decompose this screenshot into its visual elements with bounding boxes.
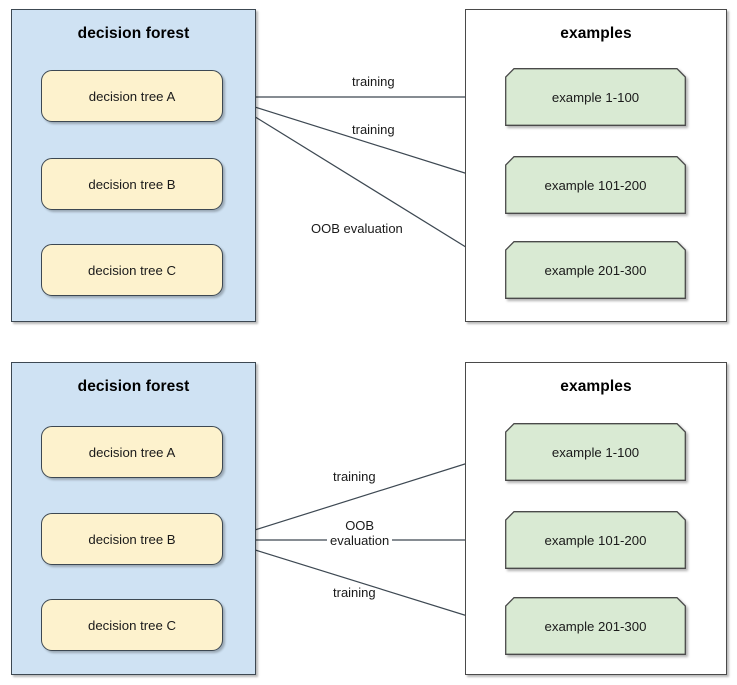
tree-box-label: decision tree B [88,531,176,547]
tree-box-b-top[interactable]: decision tree B [41,158,223,210]
example-box-label: example 201-300 [544,618,647,634]
examples-panel-title-top: examples [560,25,632,42]
example-box-shape [505,68,686,126]
example-box-label: example 1-100 [551,89,640,105]
example-box-1-top[interactable]: example 1-100 [505,68,686,126]
example-box-shape [505,511,686,569]
tree-box-a-bottom[interactable]: decision tree A [41,426,223,478]
tree-box-b-bottom[interactable]: decision tree B [41,513,223,565]
edge-top-training-2 [222,96,504,186]
tree-box-a-top[interactable]: decision tree A [41,70,223,122]
forest-panel-title-top: decision forest [77,25,190,42]
example-box-shape [505,241,686,299]
edge-label-top-training-1: training [352,74,395,89]
edge-label-top-training-2: training [352,122,395,137]
tree-box-c-top[interactable]: decision tree C [41,244,223,296]
example-box-label: example 101-200 [544,177,647,193]
edge-label-line-1: OOB [345,518,375,533]
tree-box-label: decision tree A [88,88,176,104]
tree-box-label: decision tree A [88,444,176,460]
tree-box-c-bottom[interactable]: decision tree C [41,599,223,651]
edge-label-bottom-training-2: training [333,585,376,600]
example-box-label: example 201-300 [544,262,647,278]
example-box-label: example 101-200 [544,532,647,548]
example-box-shape [505,156,686,214]
tree-box-label: decision tree C [88,617,176,633]
edge-label-line-2: evaluation [330,532,390,548]
forest-panel-title-bottom: decision forest [77,378,190,395]
tree-box-label: decision tree B [88,176,176,192]
example-box-2-bottom[interactable]: example 101-200 [505,511,686,569]
edge-label-top-oob-evaluation: OOB evaluation [311,221,403,236]
tree-box-label: decision tree C [88,262,176,278]
example-box-label: example 1-100 [551,444,640,460]
edge-label-bottom-oob-evaluation: OOB evaluation [327,518,393,549]
example-box-1-bottom[interactable]: example 1-100 [505,423,686,481]
example-box-3-bottom[interactable]: example 201-300 [505,597,686,655]
example-box-2-top[interactable]: example 101-200 [505,156,686,214]
example-box-3-top[interactable]: example 201-300 [505,241,686,299]
example-box-shape [505,423,686,481]
edge-bottom-training-2 [222,539,504,628]
example-box-shape [505,597,686,655]
examples-panel-title-bottom: examples [560,378,632,395]
edge-label-bottom-training-1: training [333,469,376,484]
